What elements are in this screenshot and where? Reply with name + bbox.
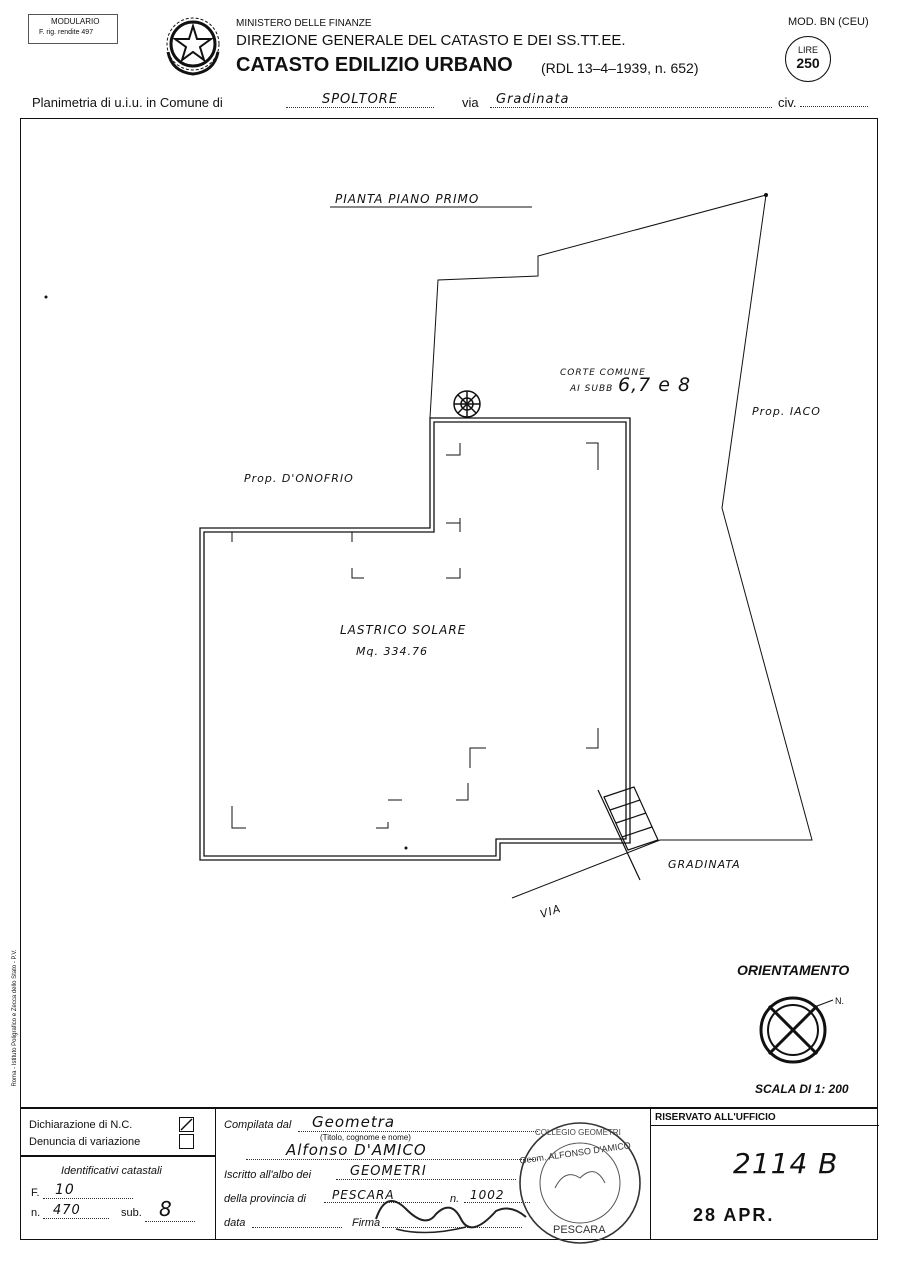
floor-plan (44, 193, 813, 899)
compilata-name: Alfonso D'AMICO (246, 1141, 538, 1160)
north-label: N. (835, 996, 844, 1006)
stamp-city: PESCARA (553, 1224, 606, 1236)
orientation-title: ORIENTAMENTO (737, 962, 850, 978)
denuncia-label: Denuncia di variazione (29, 1136, 141, 1148)
page-title: CATASTO EDILIZIO URBANO (236, 54, 513, 76)
law-reference: (RDL 13–4–1939, n. 652) (541, 60, 699, 76)
dichiarazione-label: Dichiarazione di N.C. (29, 1119, 133, 1131)
north-arrow-icon (755, 990, 845, 1070)
civ-field (800, 92, 868, 107)
albo-label: Iscritto all'albo dei (224, 1169, 312, 1181)
firma-field (382, 1213, 522, 1228)
mod-code: MOD. BN (CEU) (788, 16, 869, 28)
albo-value: GEOMETRI (336, 1164, 516, 1180)
planimetria-prefix: Planimetria di u.i.u. in Comune di (32, 95, 223, 110)
prop-iaco: Prop. IACO (752, 405, 821, 418)
emblem-icon (162, 14, 224, 78)
identificativi-box: Identificativi catastali F. 10 n. 470 su… (20, 1156, 216, 1240)
n-label: n. (31, 1207, 41, 1219)
office-box: RISERVATO ALL'UFFICIO 2114 B 28 APR. (650, 1108, 879, 1240)
prop-donofrio: Prop. D'ONOFRIO (244, 472, 354, 485)
dichiarazione-checkbox[interactable] (179, 1117, 194, 1132)
sub-label: sub. (121, 1207, 142, 1219)
via-field: Gradinata (490, 92, 772, 108)
gradinata-label: GRADINATA (668, 858, 741, 871)
office-label: RISERVATO ALL'UFFICIO (655, 1112, 776, 1123)
compilata-label: Compilata dal (224, 1119, 292, 1131)
office-code: 2114 B (733, 1147, 839, 1180)
lire-label: LIRE (797, 45, 818, 55)
provincia-value: PESCARA (324, 1188, 442, 1203)
data-field (252, 1213, 342, 1228)
civ-label: civ. (778, 95, 797, 110)
n-albo-label: n. (450, 1193, 460, 1205)
drawing-frame (20, 118, 878, 1108)
corte-line1: CORTE COMUNE (560, 368, 646, 378)
corte-line2: AI SUBB (570, 384, 614, 394)
f-label: F. (31, 1187, 40, 1199)
area-label: Mq. 334.76 (356, 645, 428, 658)
direction: DIREZIONE GENERALE DEL CATASTO E DEI SS.… (236, 32, 626, 49)
office-date: 28 APR. (693, 1205, 775, 1225)
n-value: 470 (43, 1203, 109, 1219)
compilata-value: Geometra (298, 1113, 538, 1132)
office-divider (651, 1125, 879, 1126)
provincia-label: della provincia di (224, 1193, 306, 1205)
comune-field: SPOLTORE (286, 92, 434, 108)
n-albo-value: 1002 (464, 1188, 530, 1203)
model-label: MODULARIO (51, 17, 100, 26)
official-stamp: COLLEGIO GEOMETRI Geom. ALFONSO D'AMICO … (505, 1118, 655, 1248)
corte-subs: 6,7 e 8 (618, 374, 692, 396)
side-note: Roma - Istituto Poligrafico e Zecca dell… (12, 949, 18, 1087)
compilata-hint: (Titolo, cognome e nome) (320, 1133, 411, 1142)
identificativi-label: Identificativi catastali (61, 1165, 162, 1177)
stamp-top: COLLEGIO GEOMETRI (535, 1128, 621, 1137)
compilata-box: Compilata dal Geometra (Titolo, cognome … (215, 1108, 651, 1240)
lire-stamp: LIRE 250 (785, 36, 831, 82)
data-label: data (224, 1217, 246, 1229)
denuncia-checkbox[interactable] (179, 1134, 194, 1149)
firma-label: Firma (352, 1217, 381, 1229)
modulario-box: MODULARIO F. rig. rendite 497 (28, 14, 118, 44)
model-code: F. rig. rendite 497 (39, 29, 94, 36)
signature (375, 1200, 527, 1234)
floor-title: PIANTA PIANO PRIMO (335, 192, 480, 206)
lire-value: 250 (796, 55, 820, 71)
ministry: MINISTERO DELLE FINANZE (236, 18, 372, 29)
via-label: via (462, 95, 479, 110)
f-value: 10 (43, 1182, 133, 1199)
sub-value: 8 (145, 1197, 195, 1222)
declaration-box: Dichiarazione di N.C. Denuncia di variaz… (20, 1108, 216, 1156)
scale-label: SCALA DI 1: 200 (755, 1082, 849, 1096)
lastrico-label: LASTRICO SOLARE (340, 623, 467, 637)
